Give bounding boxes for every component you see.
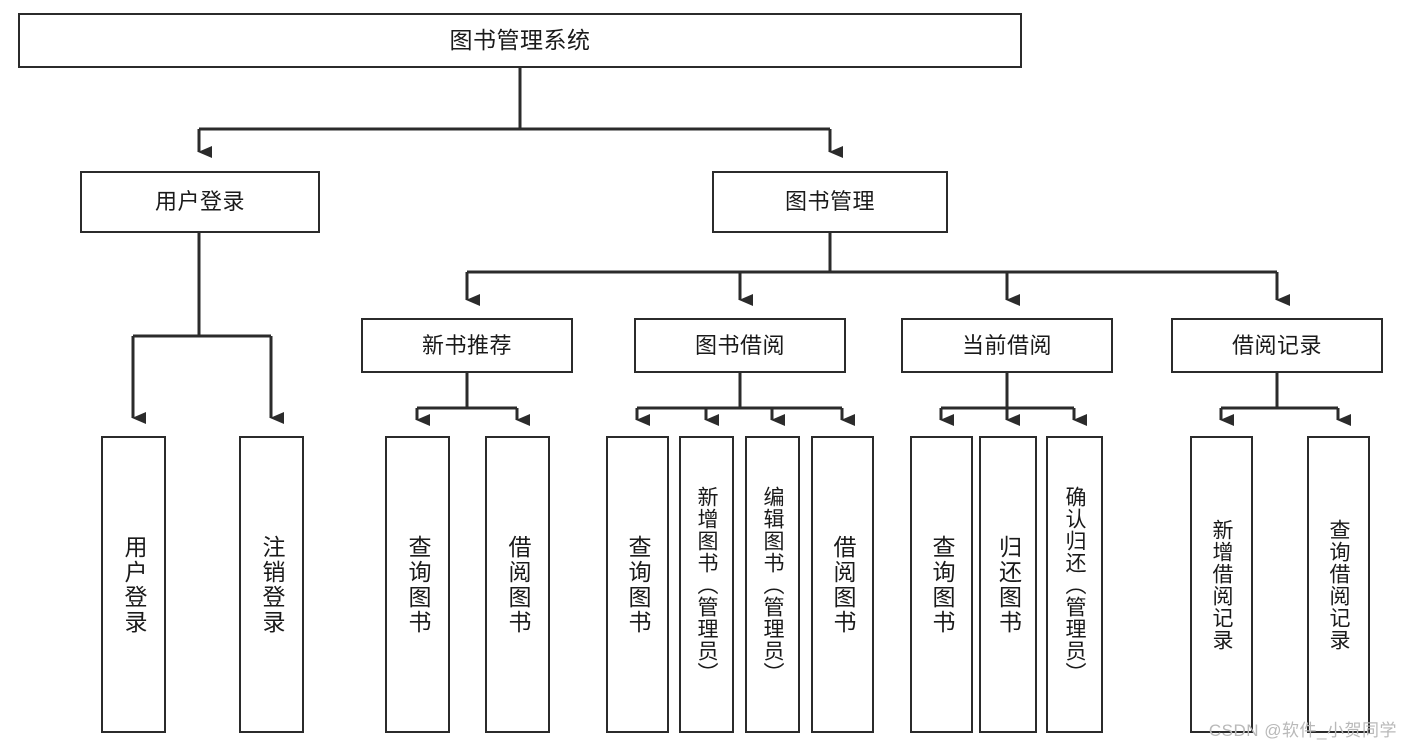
node-label: 借阅图书 — [830, 534, 856, 635]
node-label: 新书推荐 — [421, 332, 512, 358]
node-book-borrow[interactable]: 图书借阅 — [634, 318, 846, 373]
node-label: 借阅图书 — [505, 534, 531, 635]
node-new-book-recommend[interactable]: 新书推荐 — [361, 318, 573, 373]
node-book-management[interactable]: 图书管理 — [712, 171, 948, 233]
node-label: 用户登录 — [121, 534, 147, 635]
node-label: 图书借阅 — [694, 332, 785, 358]
node-leaf-user-login[interactable]: 用户登录 — [101, 436, 166, 733]
node-leaf-return-book[interactable]: 归还图书 — [979, 436, 1037, 733]
node-label: 注销登录 — [259, 534, 285, 635]
node-leaf-confirm-return-admin[interactable]: 确认归还（管理员） — [1046, 436, 1103, 733]
node-label: 查询图书 — [625, 534, 651, 635]
node-label: 图书管理 — [784, 189, 875, 215]
node-label: 查询图书 — [929, 534, 955, 635]
node-leaf-query-borrow-record[interactable]: 查询借阅记录 — [1307, 436, 1370, 733]
csdn-watermark: CSDN @软件_小贺同学 — [1208, 721, 1397, 740]
node-root-book-management-system[interactable]: 图书管理系统 — [18, 13, 1022, 68]
node-label: 图书管理系统 — [449, 26, 591, 53]
node-leaf-query-book-current[interactable]: 查询图书 — [910, 436, 973, 733]
node-label: 归还图书 — [995, 534, 1022, 635]
node-label: 借阅记录 — [1231, 332, 1322, 358]
node-label: 查询图书 — [405, 534, 431, 635]
node-leaf-add-borrow-record[interactable]: 新增借阅记录 — [1190, 436, 1253, 733]
node-leaf-edit-book-admin[interactable]: 编辑图书（管理员） — [745, 436, 800, 733]
node-current-borrow[interactable]: 当前借阅 — [901, 318, 1113, 373]
node-label: 编辑图书（管理员） — [761, 485, 784, 684]
node-leaf-borrow-book-recommend[interactable]: 借阅图书 — [485, 436, 550, 733]
node-leaf-logout[interactable]: 注销登录 — [239, 436, 304, 733]
node-label: 当前借阅 — [961, 332, 1052, 358]
node-leaf-add-book-admin[interactable]: 新增图书（管理员） — [679, 436, 734, 733]
node-leaf-borrow-book[interactable]: 借阅图书 — [811, 436, 874, 733]
node-label: 新增图书（管理员） — [695, 485, 718, 684]
node-leaf-query-book-borrow[interactable]: 查询图书 — [606, 436, 669, 733]
node-label: 新增借阅记录 — [1210, 518, 1233, 651]
node-label: 查询借阅记录 — [1327, 518, 1350, 651]
node-user-login[interactable]: 用户登录 — [80, 171, 320, 233]
node-label: 确认归还（管理员） — [1063, 485, 1086, 684]
node-leaf-query-book-recommend[interactable]: 查询图书 — [385, 436, 450, 733]
node-label: 用户登录 — [154, 189, 245, 215]
node-borrow-record[interactable]: 借阅记录 — [1171, 318, 1383, 373]
